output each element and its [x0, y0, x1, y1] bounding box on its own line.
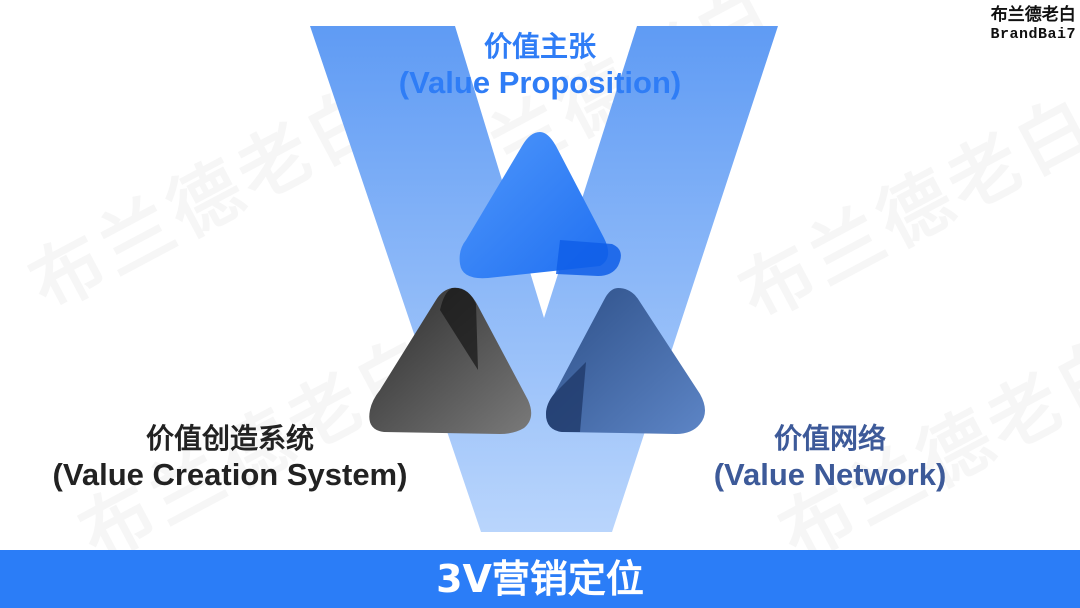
value-creation-system-title-cn: 价值创造系统 — [145, 422, 314, 455]
value-creation-system-label: 价值创造系统 (Value Creation System) — [20, 422, 440, 493]
brand-logo: 布兰德老白 BrandBai7 — [990, 5, 1076, 43]
brand-logo-line1: 布兰德老白 — [990, 5, 1076, 25]
v-shape — [310, 26, 778, 532]
value-proposition-title-en: (Value Proposition) — [398, 64, 682, 100]
footer-title: 3V营销定位 — [436, 557, 644, 601]
footer-title-bar: 3V营销定位 — [0, 550, 1080, 608]
value-proposition-triangle — [459, 132, 621, 279]
value-network-title-cn: 价值网络 — [773, 422, 886, 455]
value-network-label: 价值网络 (Value Network) — [680, 422, 980, 493]
value-proposition-label: 价值主张 (Value Proposition) — [340, 30, 740, 101]
brand-logo-line2: BrandBai7 — [990, 25, 1076, 43]
value-creation-system-title-en: (Value Creation System) — [52, 456, 408, 492]
value-proposition-title-cn: 价值主张 — [483, 30, 596, 63]
value-network-title-en: (Value Network) — [713, 456, 947, 492]
value-creation-system-triangle — [369, 287, 532, 434]
value-network-triangle — [546, 288, 705, 434]
